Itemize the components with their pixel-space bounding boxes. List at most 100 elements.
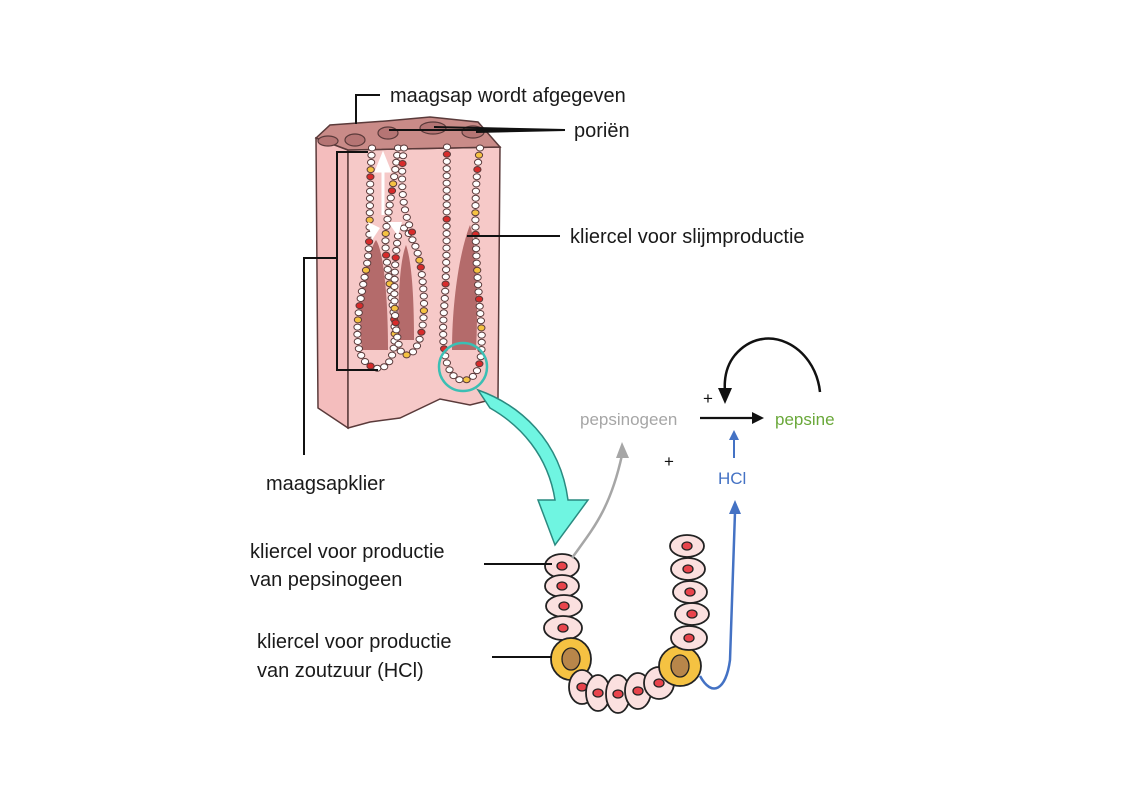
gland-cell-bead bbox=[471, 216, 480, 224]
label-pepsinogen: pepsinogeen bbox=[580, 410, 677, 429]
gland-cell-bead bbox=[442, 172, 451, 180]
gland-cell-bead bbox=[442, 179, 451, 187]
gland-cell-bead bbox=[477, 331, 486, 339]
gland-cell-bead bbox=[442, 150, 451, 158]
gland-cells bbox=[353, 143, 486, 384]
gland-cell-bead bbox=[474, 281, 483, 289]
gland-cell-bead bbox=[472, 259, 481, 267]
gland-cell-bead bbox=[398, 167, 407, 175]
gland-cell-bead bbox=[393, 333, 402, 341]
gland-cell-bead bbox=[353, 330, 362, 338]
pepsinogen-producing-cell bbox=[544, 574, 580, 598]
pepsinogen-producing-cell bbox=[585, 674, 611, 712]
gland-cell-bead bbox=[390, 304, 399, 312]
leader-lines bbox=[303, 94, 566, 658]
gland-cell-bead bbox=[439, 330, 448, 338]
gland-cell-bead bbox=[367, 151, 376, 159]
gland-cell-bead bbox=[363, 259, 372, 267]
gland-cell-bead bbox=[440, 294, 449, 302]
gland-cell-bead bbox=[365, 238, 374, 246]
gland-cell-bead bbox=[473, 166, 482, 173]
gland-cell-bead bbox=[383, 215, 392, 223]
gland-cell-bead bbox=[408, 348, 418, 356]
pepsinogen-producing-cell bbox=[543, 615, 583, 641]
gland-cell-bead bbox=[355, 302, 364, 310]
gland-cell-bead bbox=[419, 314, 428, 322]
gland-cell-bead bbox=[398, 175, 407, 183]
gland-cell-bead bbox=[388, 351, 397, 359]
gland-cell-bead bbox=[386, 194, 395, 202]
gland-cell-bead bbox=[357, 351, 366, 359]
gland-cell-bead bbox=[417, 271, 426, 278]
gland-cell-bead bbox=[442, 201, 451, 209]
gland-cell-bead bbox=[419, 307, 428, 315]
gland-cell-bead bbox=[442, 251, 451, 259]
gland-cell-bead bbox=[419, 292, 428, 300]
gland-cell-bead bbox=[411, 242, 420, 250]
gland-cell-bead bbox=[471, 194, 480, 202]
pore bbox=[317, 135, 339, 147]
gland-cell-bead bbox=[415, 335, 424, 343]
gland-cell-bead bbox=[357, 287, 366, 295]
label-pepsinogen-cell-2: van pepsinogeen bbox=[250, 569, 402, 591]
gland-cell-bead bbox=[474, 288, 483, 296]
gland-cell-bead bbox=[353, 323, 362, 331]
label-mucus-cell: kliercel voor slijmproductie bbox=[570, 226, 805, 248]
gland-cell-bead bbox=[390, 173, 399, 181]
gland-cell-bead bbox=[391, 319, 400, 327]
pepsinogen-arrowhead-icon bbox=[616, 442, 629, 458]
gland-cell-bead bbox=[399, 144, 409, 152]
gland-cell-bead bbox=[473, 266, 482, 274]
gland-cell-bead bbox=[442, 222, 451, 230]
plus-top: + bbox=[703, 389, 713, 408]
gland-cell-bead bbox=[360, 273, 369, 281]
gland-cell-bead bbox=[441, 280, 450, 288]
zoom-arrow-icon bbox=[476, 388, 590, 547]
gland-cell-bead bbox=[366, 180, 375, 188]
feedback-arrowhead-icon bbox=[718, 388, 732, 404]
gland-cell-bead bbox=[472, 252, 481, 260]
gland-cell-bead bbox=[390, 268, 399, 276]
gland-cell-bead bbox=[399, 198, 408, 206]
hcl-up-arrowhead-icon bbox=[729, 430, 739, 440]
gland-cell-bead bbox=[471, 238, 480, 245]
gland-cell-bead bbox=[474, 151, 484, 159]
label-secretion: maagsap wordt afgegeven bbox=[390, 85, 626, 107]
gland-cell-bead bbox=[475, 295, 484, 303]
hcl-arrow bbox=[698, 511, 737, 690]
gland-cell-bead bbox=[381, 230, 390, 237]
gland-cell-bead bbox=[354, 345, 363, 353]
gland-cell-bead bbox=[407, 228, 417, 236]
gland-cell-bead bbox=[418, 321, 427, 329]
gland-cell-bead bbox=[412, 342, 422, 350]
gland-cell-bead bbox=[385, 358, 394, 366]
gland-cell-bead bbox=[393, 239, 402, 247]
gland-cell-bead bbox=[445, 366, 454, 374]
gland-cell-bead bbox=[439, 309, 448, 317]
gland-cell-bead bbox=[382, 251, 391, 259]
gland-cell-bead bbox=[472, 245, 481, 253]
gland-cell-bead bbox=[462, 376, 471, 384]
gland-cell-bead bbox=[390, 275, 399, 283]
gland-cell-bead bbox=[391, 165, 400, 173]
gland-cell-bead bbox=[353, 338, 362, 345]
gland-cell-bead bbox=[383, 265, 392, 273]
gland-cell-bead bbox=[442, 258, 451, 266]
gland-cell-bead bbox=[471, 223, 480, 231]
gland-cell-bead bbox=[442, 143, 452, 151]
gland-cell-bead bbox=[381, 244, 390, 252]
gland-cell-bead bbox=[468, 372, 477, 380]
gland-cell-bead bbox=[391, 254, 400, 262]
gland-cell-bead bbox=[477, 338, 486, 346]
gland-cell-bead bbox=[442, 244, 451, 252]
pepsinogen-producing-cell bbox=[545, 594, 583, 618]
gland-cell-bead bbox=[442, 359, 451, 367]
gland-cell-bead bbox=[356, 295, 365, 302]
gland-cell-bead bbox=[398, 160, 407, 167]
gland-cell-bead bbox=[476, 317, 485, 325]
gland-cell-bead bbox=[439, 316, 448, 324]
gland-cell-bead bbox=[366, 173, 375, 181]
gland-cell-bead bbox=[405, 221, 414, 229]
gland-cell-bead bbox=[391, 261, 400, 269]
